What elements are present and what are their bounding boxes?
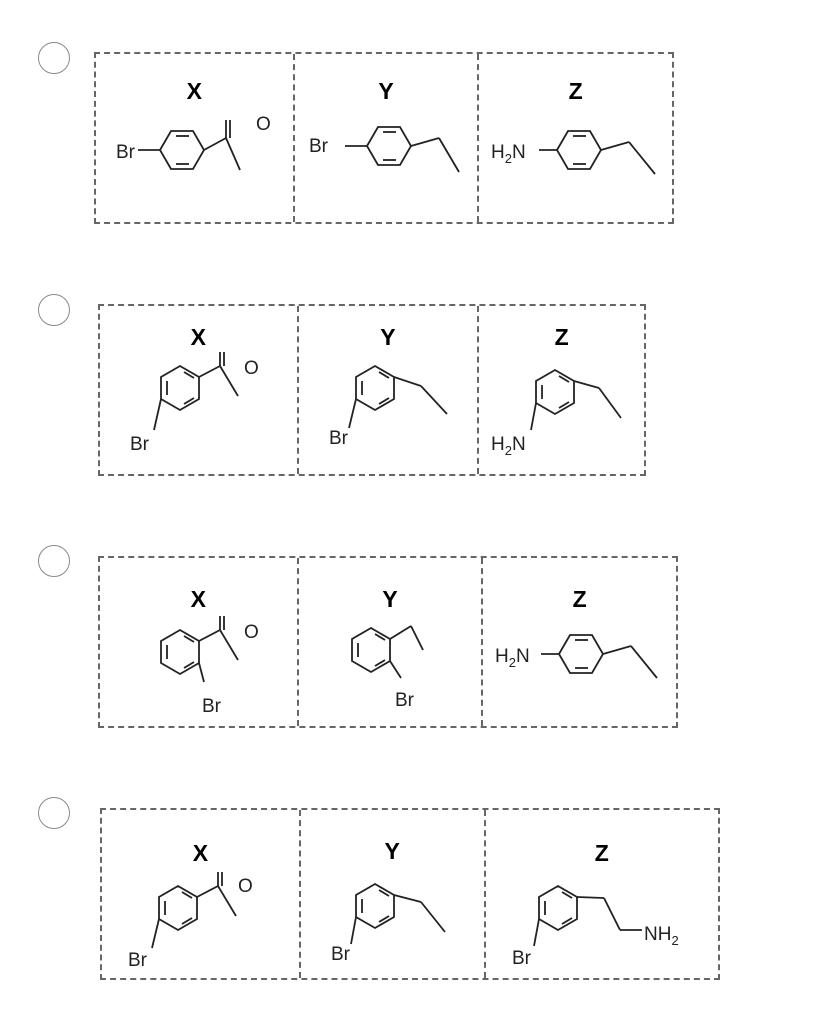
option-4-x-br: Br <box>128 950 148 971</box>
option-4-z-label: Z <box>594 840 609 866</box>
option-2-y-br: Br <box>329 428 349 449</box>
option-1-z-cell: Z H2N <box>477 54 672 222</box>
option-1-x-o: O <box>256 114 271 135</box>
option-1-y-br: Br <box>309 136 329 157</box>
option-3-x-br: Br <box>202 696 222 717</box>
option-1-y-structure: Br <box>309 126 460 173</box>
option-1-y-label: Y <box>378 78 394 104</box>
option-1-x-label: X <box>186 78 202 104</box>
option-2-box: X Br O Y <box>98 304 646 476</box>
option-2-x-label: X <box>190 324 206 350</box>
option-4-y-structure: Br <box>331 882 446 965</box>
option-2-z-label: Z <box>554 324 569 350</box>
option-2-z-structure: H2N <box>491 368 622 458</box>
option-3-z-label: Z <box>572 586 587 612</box>
option-2-x-o: O <box>244 358 259 379</box>
option-4-x-cell: X Br O <box>102 810 299 978</box>
option-3-y-structure: Br <box>350 625 424 711</box>
option-4-y-cell: Y Br <box>298 810 484 978</box>
option-4-z-br: Br <box>512 948 532 969</box>
option-2-x-cell: X Br O <box>100 306 297 474</box>
option-4-x-label: X <box>192 840 209 866</box>
option-1-x-structure: Br O <box>116 114 271 171</box>
option-3-z-cell: Z H2N <box>481 558 676 726</box>
option-3-y-label: Y <box>382 586 398 612</box>
option-3-z-amine: H2N <box>495 646 530 670</box>
option-2-z-cell: Z H2N <box>477 306 644 474</box>
option-1-z-label: Z <box>568 78 583 104</box>
option-2-radio[interactable] <box>38 294 70 326</box>
option-1-y-cell: Y Br <box>292 54 478 222</box>
option-1-z-amine: H2N <box>491 142 526 166</box>
option-3-box: X Br O Y <box>98 556 678 728</box>
option-3-radio[interactable] <box>38 545 70 577</box>
option-3-x-structure: Br O <box>160 616 259 717</box>
option-4-x-structure: Br O <box>128 872 253 971</box>
option-4-y-br: Br <box>331 944 351 965</box>
option-4-z-nh2: NH2 <box>644 924 679 948</box>
option-3-y-cell: Y Br <box>296 558 482 726</box>
option-2-x-structure: Br O <box>130 352 259 455</box>
option-4-y-label: Y <box>384 838 400 864</box>
option-4-z-cell: Z NH2 Br <box>483 810 718 978</box>
option-3-y-br: Br <box>395 690 415 711</box>
option-3-x-o: O <box>244 622 259 643</box>
option-1-box: X Br O Y <box>94 52 674 224</box>
option-4-z-structure: NH2 Br <box>512 884 679 969</box>
option-3-x-cell: X Br O <box>100 558 297 726</box>
option-2-y-label: Y <box>380 324 396 350</box>
option-2-y-cell: Y Br <box>296 306 478 474</box>
option-1-z-structure: H2N <box>491 130 657 175</box>
option-2-x-br: Br <box>130 434 150 455</box>
option-1-x-br: Br <box>116 142 136 163</box>
option-1-radio[interactable] <box>38 42 70 74</box>
option-1-x-cell: X Br O <box>96 54 293 222</box>
option-2-z-amine: H2N <box>491 434 526 458</box>
option-4-radio[interactable] <box>38 797 70 829</box>
option-4-x-o: O <box>238 876 253 897</box>
option-3-x-label: X <box>190 586 206 612</box>
option-4-box: X Br O Y <box>100 808 720 980</box>
option-2-y-structure: Br <box>329 364 448 449</box>
option-3-z-structure: H2N <box>495 634 659 679</box>
